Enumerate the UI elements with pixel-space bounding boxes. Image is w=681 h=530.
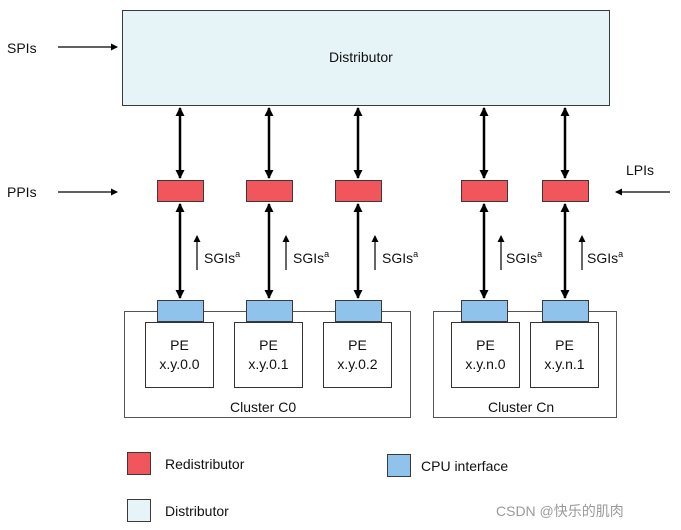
legend-swatch-distributor: [127, 499, 151, 522]
sgi-label-3: SGIsa: [506, 249, 543, 266]
legend-swatch-redistributor: [127, 452, 151, 475]
redistributor-0: [157, 180, 204, 202]
cpu-interface-3: [461, 300, 508, 322]
sgi-label-4: SGIsa: [587, 249, 624, 266]
distributor-label: Distributor: [329, 49, 393, 65]
sgi-label-1: SGIsa: [293, 249, 330, 266]
ppis-label: PPIs: [7, 184, 37, 200]
cpu-interface-4: [542, 300, 589, 322]
cluster-cn-label: Cluster Cn: [488, 399, 555, 415]
sgi-label-2: SGIsa: [382, 249, 419, 266]
legend-label-redistributor: Redistributor: [165, 456, 245, 472]
cpu-interface-2: [335, 300, 382, 322]
cpu-interface-0: [157, 300, 204, 322]
cluster-cn: [433, 311, 617, 418]
sgi-label-0: SGIsa: [204, 249, 241, 266]
redistributor-3: [461, 180, 508, 202]
distributor-block: [122, 10, 610, 106]
cpu-interface-1: [246, 300, 293, 322]
legend-swatch-cpu-interface: [387, 454, 411, 477]
lpis-label: LPIs: [626, 162, 655, 178]
cluster-c0-label: Cluster C0: [230, 399, 297, 415]
redistributor-4: [542, 180, 589, 202]
redistributor-2: [335, 180, 382, 202]
legend-label-cpu-interface: CPU interface: [421, 458, 509, 474]
legend-label-distributor: Distributor: [165, 503, 229, 519]
watermark: CSDN @快乐的肌肉: [496, 503, 624, 519]
spis-label: SPIs: [7, 40, 37, 56]
redistributor-1: [246, 180, 293, 202]
